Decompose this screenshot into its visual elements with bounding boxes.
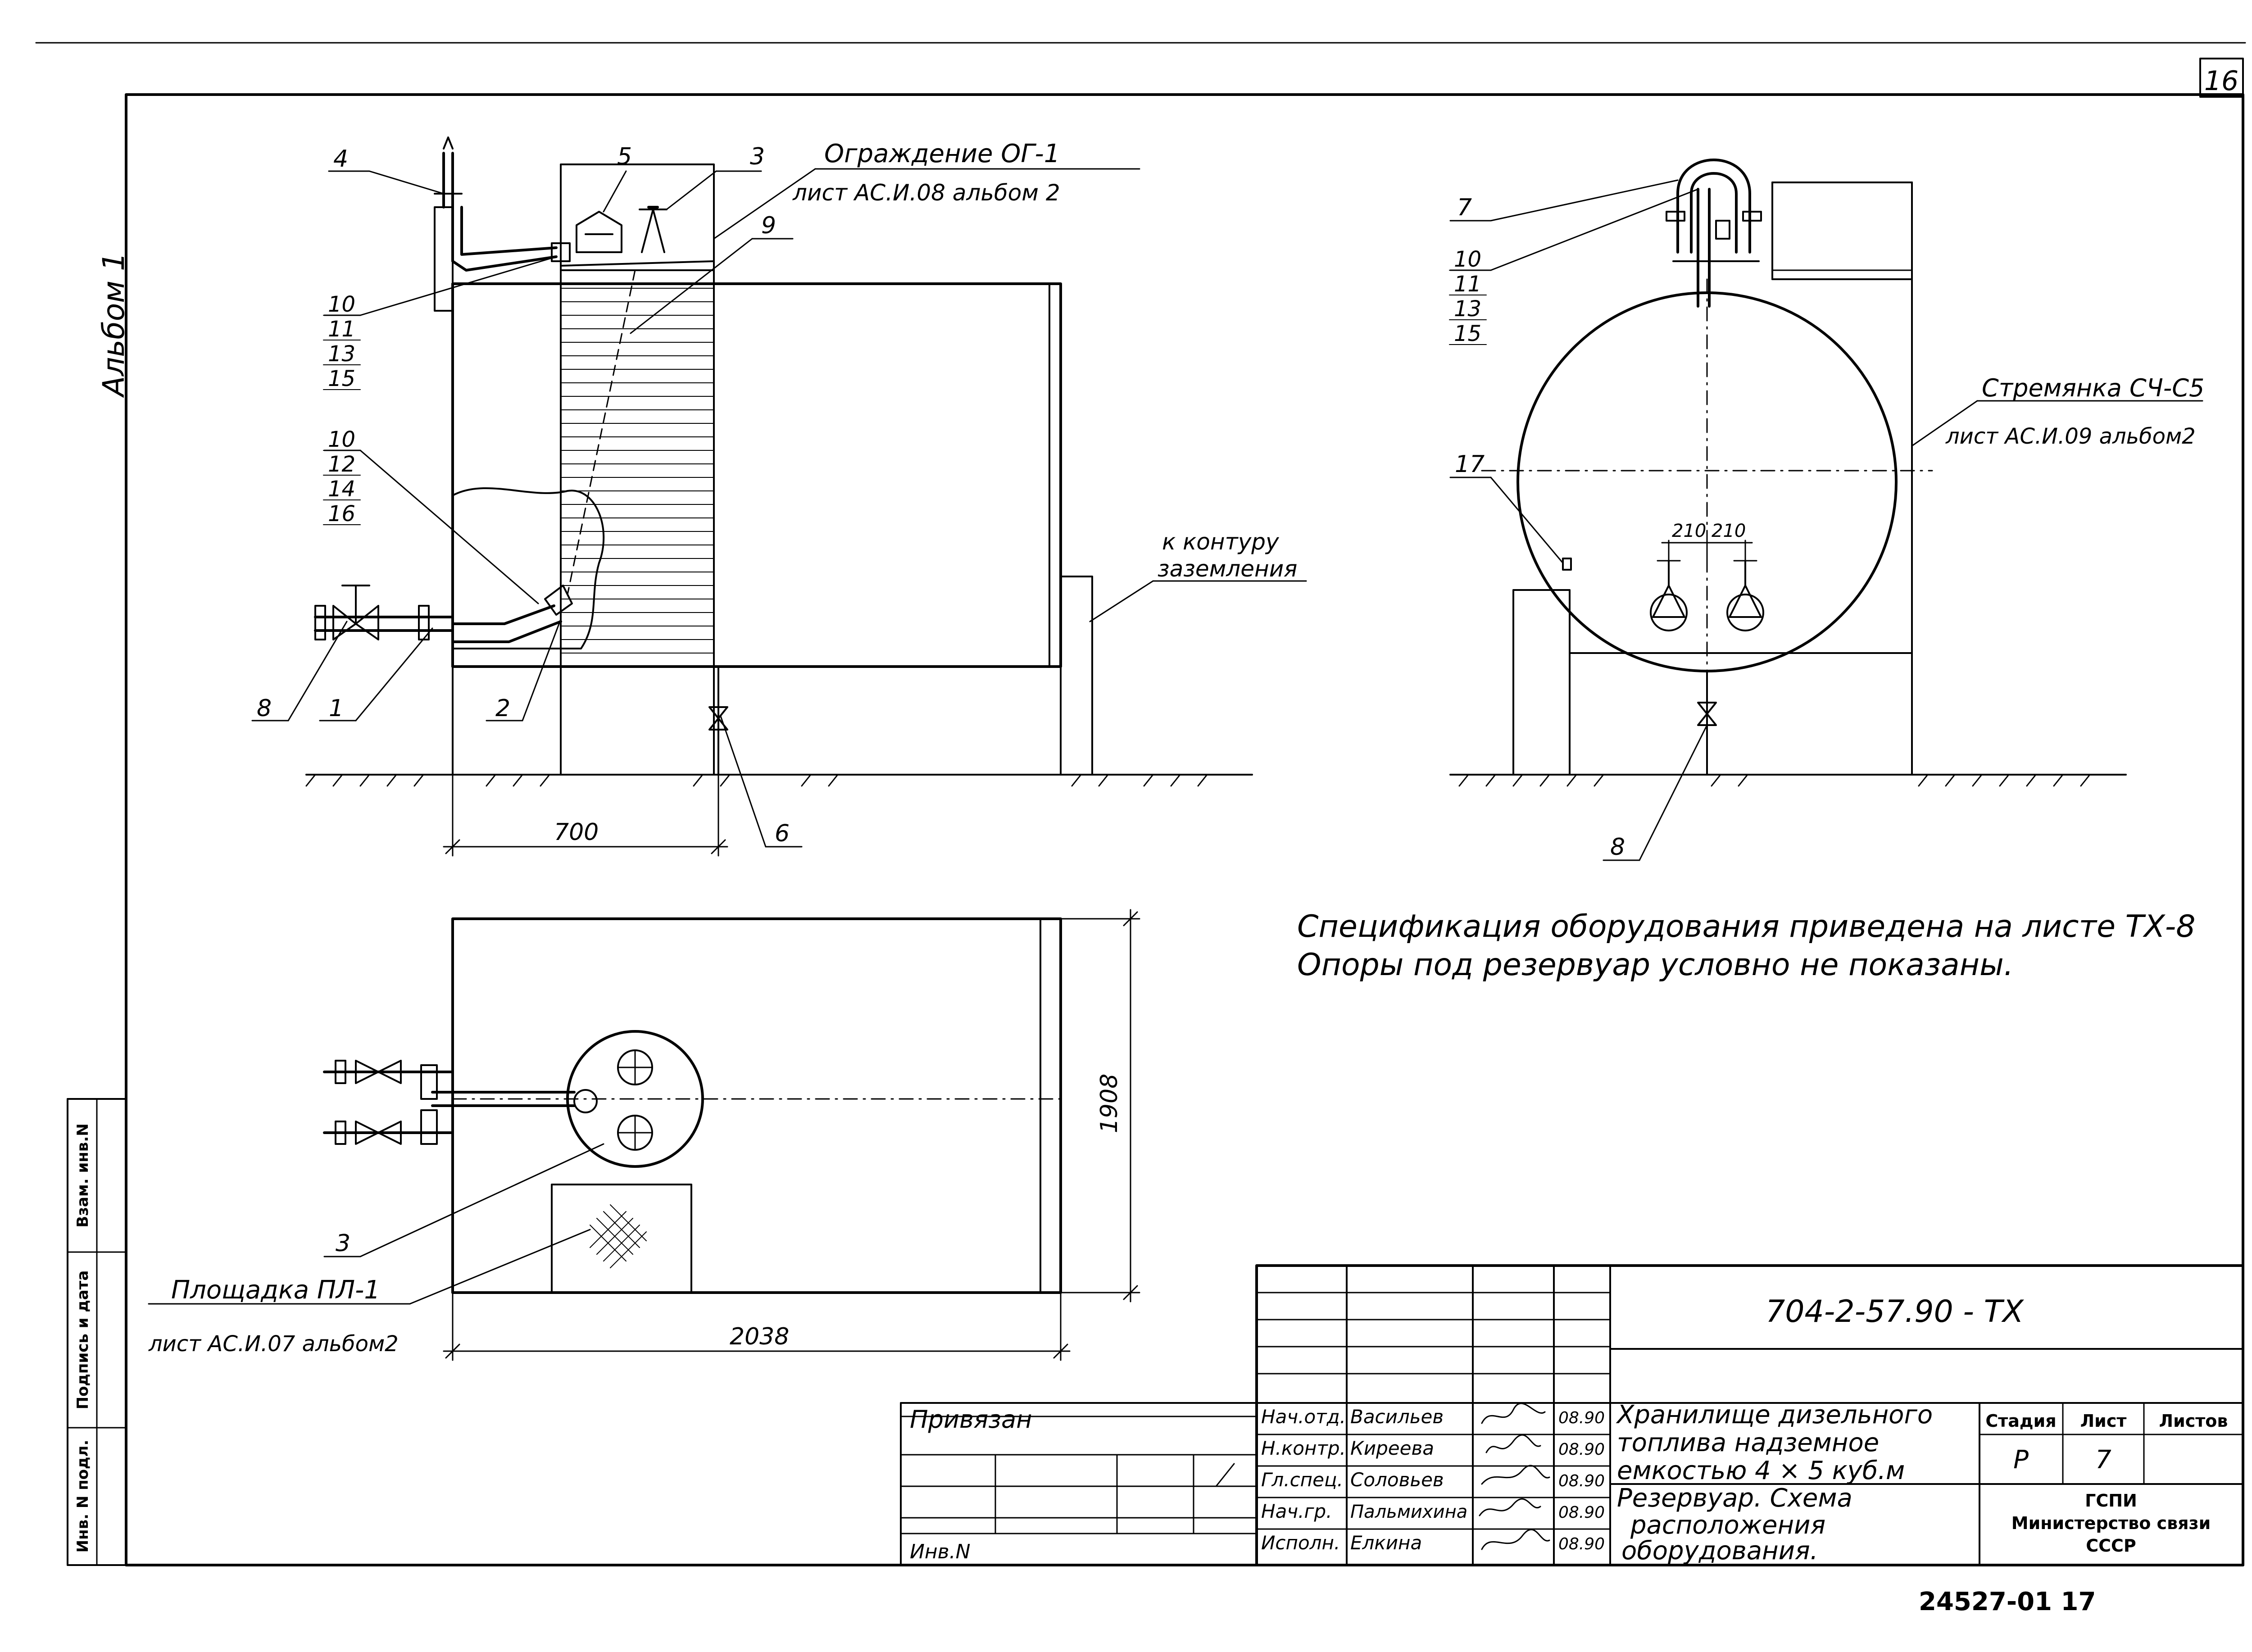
- sheet-title-2: расположения: [1630, 1511, 1825, 1540]
- org-line-3: СССР: [2086, 1536, 2136, 1556]
- platform-ref: лист АС.И.07 альбом2: [148, 1331, 399, 1357]
- archive-number: 24527-01 17: [1919, 1587, 2096, 1616]
- ladder-ref: лист АС.И.09 альбом2: [1945, 424, 2196, 449]
- album-label: Альбом 1: [96, 252, 131, 398]
- group-b-2: 12: [328, 452, 355, 477]
- end-view: [1449, 159, 2127, 787]
- role-3: Гл.спец.: [1261, 1469, 1343, 1491]
- ladder-title: Стремянка СЧ-С5: [1982, 374, 2204, 402]
- inv-label: Инв.N: [910, 1540, 971, 1563]
- side-stamp-replace: Взам. инв.N: [74, 1123, 92, 1227]
- side-stamp: [67, 1098, 127, 1566]
- dim-1908: 1908: [1096, 1074, 1123, 1133]
- group-a-3: 13: [328, 341, 355, 367]
- role-3-date: 08.90: [1558, 1472, 1605, 1490]
- sheet-value: 7: [2095, 1445, 2111, 1475]
- group-a-2: 11: [328, 317, 355, 342]
- side-stamp-inv: Инв. N подл.: [74, 1440, 92, 1553]
- role-5: Исполн.: [1261, 1532, 1340, 1554]
- ground-label-1: к контуру: [1162, 529, 1280, 555]
- project-line-3: емкостью 4 × 5 куб.м: [1617, 1456, 1905, 1485]
- group-c-2: 11: [1454, 272, 1481, 297]
- doc-code: 704-2-57.90 - ТХ: [1766, 1294, 2024, 1330]
- org-line-2: Министерство связи: [2011, 1513, 2211, 1533]
- group-c-1: 10: [1454, 247, 1481, 272]
- group-c-3: 13: [1454, 296, 1481, 322]
- dim-2038: 2038: [730, 1323, 789, 1350]
- group-a-1: 10: [328, 292, 355, 317]
- callout-3-plan: 3: [336, 1230, 350, 1257]
- project-line-2: топлива надземное: [1617, 1428, 1879, 1457]
- role-1-name: Васильев: [1350, 1406, 1444, 1428]
- dim-700: 700: [554, 819, 599, 846]
- ground-label-2: заземления: [1158, 556, 1297, 582]
- fence-title: Ограждение ОГ-1: [824, 139, 1060, 168]
- group-a-4: 15: [328, 366, 355, 391]
- role-1-date: 08.90: [1558, 1409, 1605, 1427]
- callout-group-a: 10 11 13 15: [323, 292, 361, 391]
- callout-group-b: 10 12 14 16: [323, 427, 361, 526]
- role-rows: Нач.отд. Васильев 08.90 Н.контр. Киреева…: [1261, 1406, 1605, 1554]
- plan-view-leaders: [148, 1143, 604, 1305]
- role-2-name: Киреева: [1350, 1437, 1434, 1459]
- bound-label: Привязан: [910, 1405, 1032, 1434]
- dim-210-b: 210: [1712, 521, 1746, 541]
- project-line-1: Хранилище дизельного: [1616, 1400, 1933, 1430]
- role-3-name: Соловьев: [1350, 1469, 1444, 1491]
- side-view-leaders: [251, 168, 1307, 848]
- signatures: [1479, 1402, 1550, 1550]
- role-5-date: 08.90: [1558, 1535, 1605, 1553]
- dim-210-a: 210: [1672, 521, 1706, 541]
- group-b-3: 14: [328, 477, 355, 502]
- sheets-header: Листов: [2159, 1411, 2228, 1431]
- callout-1: 1: [329, 695, 344, 722]
- callout-8: 8: [257, 695, 272, 722]
- role-4-date: 08.90: [1558, 1503, 1605, 1522]
- role-4: Нач.гр.: [1261, 1500, 1332, 1522]
- sheet-title-3: оборудования.: [1621, 1536, 1818, 1566]
- callout-6: 6: [775, 820, 790, 847]
- role-2: Н.контр.: [1261, 1437, 1346, 1459]
- callout-3: 3: [750, 143, 765, 170]
- group-b-4: 16: [328, 501, 355, 526]
- bound-block: [900, 1402, 1258, 1566]
- side-stamp-sign: Подпись и дата: [74, 1271, 92, 1410]
- stage-value: Р: [2013, 1445, 2029, 1475]
- callout-group-c: 10 11 13 15: [1449, 247, 1487, 346]
- sheet-header: Лист: [2080, 1411, 2127, 1431]
- note-line-1: Спецификация оборудования приведена на л…: [1297, 909, 2196, 944]
- callout-7: 7: [1457, 194, 1472, 221]
- note-line-2: Опоры под резервуар условно не показаны.: [1297, 947, 2013, 983]
- sheet-number: 16: [2204, 65, 2238, 97]
- callout-9: 9: [761, 212, 776, 239]
- callout-8-end: 8: [1610, 834, 1625, 861]
- plan-view: [323, 909, 1140, 1361]
- group-c-4: 15: [1454, 321, 1481, 346]
- callout-4: 4: [333, 145, 348, 172]
- side-view: [305, 136, 1253, 857]
- role-2-date: 08.90: [1558, 1440, 1605, 1459]
- callout-5: 5: [617, 143, 632, 170]
- stage-header: Стадия: [1985, 1411, 2056, 1431]
- platform-title: Площадка ПЛ-1: [171, 1275, 380, 1305]
- fence-ref: лист АС.И.08 альбом 2: [792, 180, 1060, 206]
- sheet-title-1: Резервуар. Схема: [1617, 1484, 1852, 1513]
- group-b-1: 10: [328, 427, 355, 452]
- callout-17: 17: [1455, 451, 1485, 478]
- end-view-leaders: [1449, 179, 2203, 861]
- title-block-frame: [1255, 1264, 2244, 1566]
- org-line-1: ГСПИ: [2085, 1491, 2137, 1511]
- role-5-name: Елкина: [1350, 1532, 1422, 1554]
- callout-2: 2: [495, 695, 510, 722]
- role-4-name: Пальмихина: [1350, 1502, 1467, 1522]
- role-1: Нач.отд.: [1261, 1406, 1346, 1428]
